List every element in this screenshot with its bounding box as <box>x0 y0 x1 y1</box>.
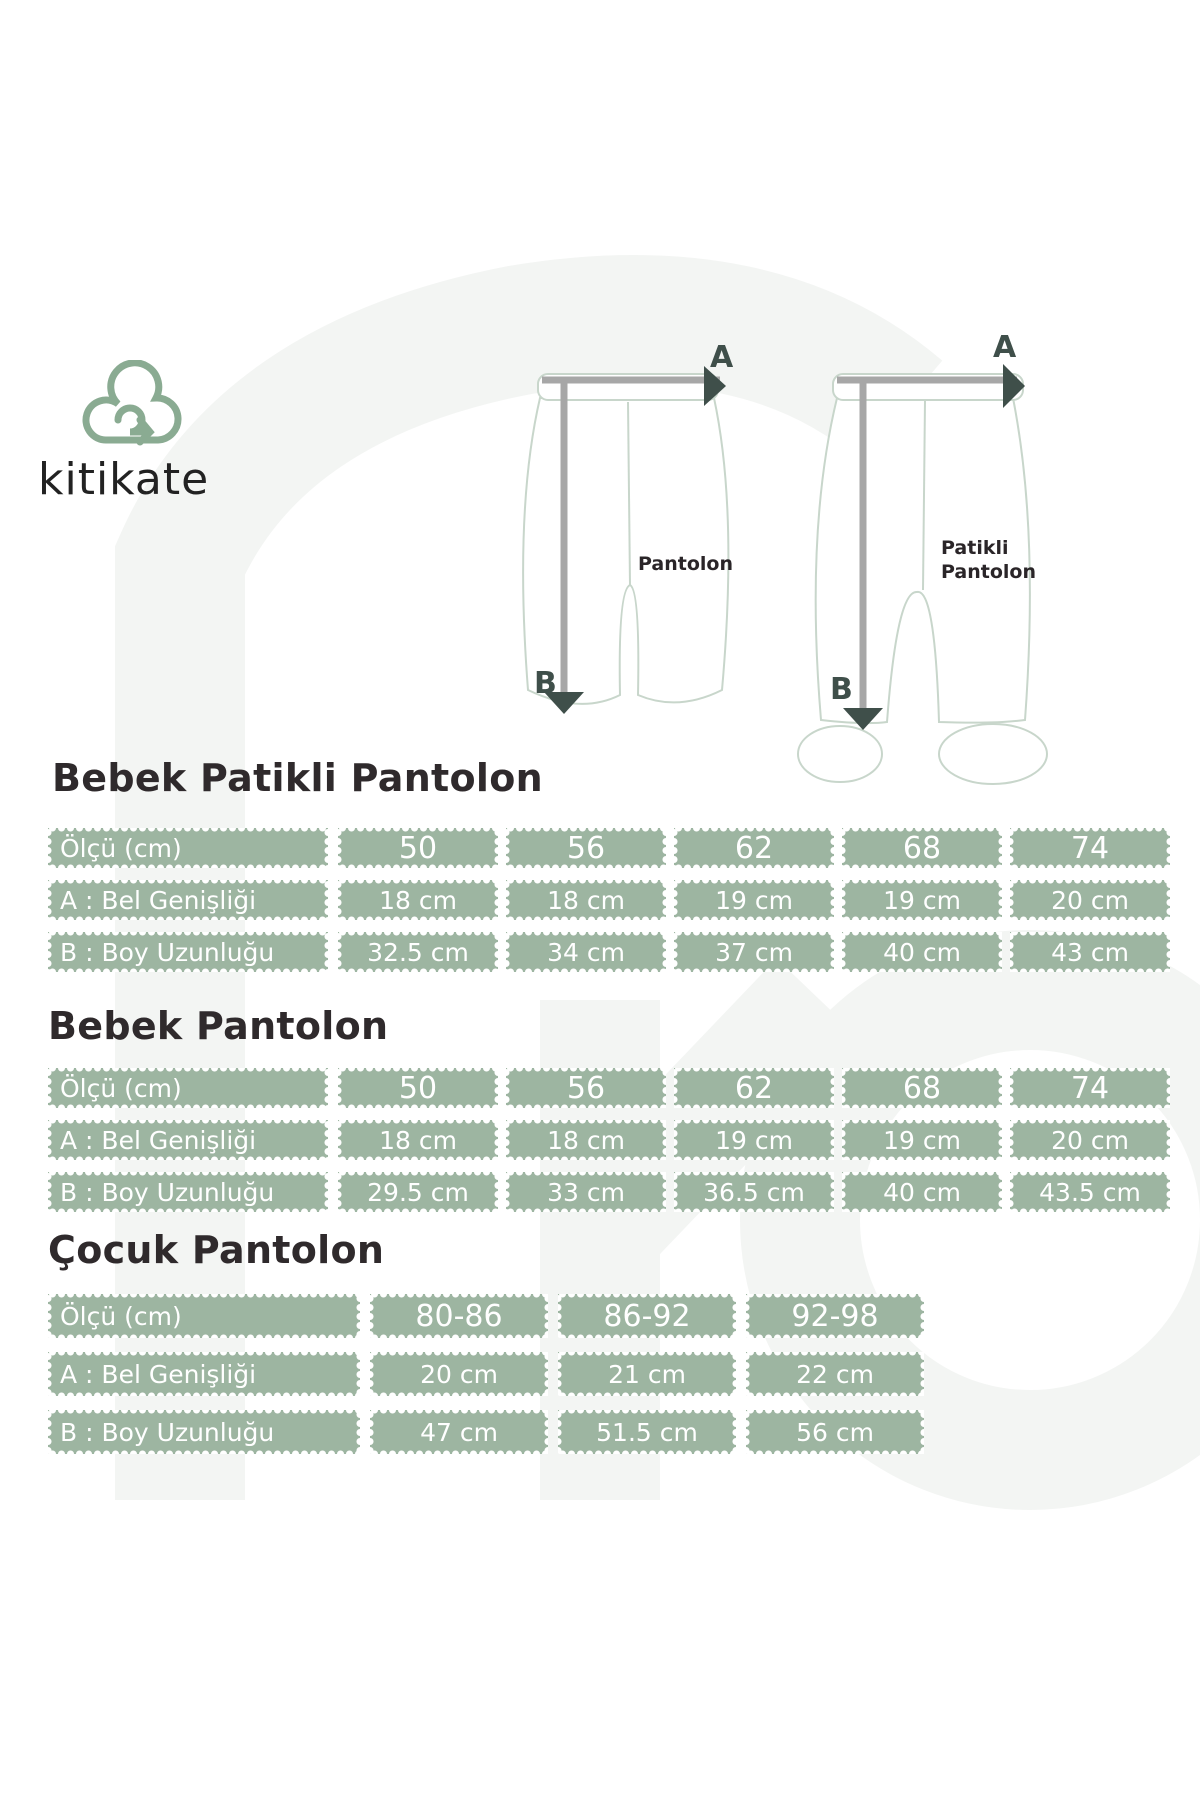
patikli-outline-drawing <box>797 364 1048 785</box>
value-cell: 33 cm <box>506 1172 666 1212</box>
value-cell: 40 cm <box>842 1172 1002 1212</box>
row-label: Ölçü (cm) <box>48 1294 360 1338</box>
size-cell: 74 <box>1010 1068 1170 1108</box>
diagram-label-line: Patikli <box>941 537 1009 559</box>
value-cell: 43 cm <box>1010 932 1170 972</box>
row-label: A : Bel Genişliği <box>48 880 328 920</box>
diagram-label-line: Pantolon <box>638 553 733 575</box>
section-title: Çocuk Pantolon <box>48 1228 385 1272</box>
row-label: B : Boy Uzunluğu <box>48 1172 328 1212</box>
row-label: B : Boy Uzunluğu <box>48 932 328 972</box>
value-cell: 19 cm <box>842 1120 1002 1160</box>
value-cell: 32.5 cm <box>338 932 498 972</box>
size-cell: 68 <box>842 1068 1002 1108</box>
size-cell: 50 <box>338 1068 498 1108</box>
marker-b: B <box>534 666 557 701</box>
value-cell: 20 cm <box>370 1352 548 1396</box>
brand-logo: kitikate <box>38 360 228 505</box>
row-label: Ölçü (cm) <box>48 1068 328 1108</box>
value-cell: 40 cm <box>842 932 1002 972</box>
size-cell: 62 <box>674 828 834 868</box>
size-cell: 92-98 <box>746 1294 924 1338</box>
value-cell: 36.5 cm <box>674 1172 834 1212</box>
row-label: Ölçü (cm) <box>48 828 328 868</box>
value-cell: 29.5 cm <box>338 1172 498 1212</box>
value-cell: 56 cm <box>746 1410 924 1454</box>
value-cell: 37 cm <box>674 932 834 972</box>
value-cell: 18 cm <box>338 1120 498 1160</box>
size-cell: 56 <box>506 1068 666 1108</box>
brand-name: kitikate <box>38 454 210 505</box>
size-cell: 86-92 <box>558 1294 736 1338</box>
row-label: A : Bel Genişliği <box>48 1352 360 1396</box>
size-cell: 50 <box>338 828 498 868</box>
value-cell: 21 cm <box>558 1352 736 1396</box>
row-label: B : Boy Uzunluğu <box>48 1410 360 1454</box>
value-cell: 18 cm <box>506 880 666 920</box>
pantolon-outline-drawing <box>522 366 730 714</box>
marker-b: B <box>830 672 853 707</box>
value-cell: 34 cm <box>506 932 666 972</box>
marker-a: A <box>710 340 734 375</box>
cloud-swirl-logo-icon <box>82 360 182 446</box>
section-title: Bebek Patikli Pantolon <box>52 756 544 800</box>
size-cell: 56 <box>506 828 666 868</box>
value-cell: 19 cm <box>842 880 1002 920</box>
value-cell: 20 cm <box>1010 1120 1170 1160</box>
diagram-label-line: Pantolon <box>941 561 1036 583</box>
value-cell: 19 cm <box>674 880 834 920</box>
row-label: A : Bel Genişliği <box>48 1120 328 1160</box>
value-cell: 20 cm <box>1010 880 1170 920</box>
value-cell: 47 cm <box>370 1410 548 1454</box>
marker-a: A <box>993 330 1017 365</box>
value-cell: 19 cm <box>674 1120 834 1160</box>
value-cell: 43.5 cm <box>1010 1172 1170 1212</box>
value-cell: 22 cm <box>746 1352 924 1396</box>
value-cell: 51.5 cm <box>558 1410 736 1454</box>
size-cell: 74 <box>1010 828 1170 868</box>
value-cell: 18 cm <box>338 880 498 920</box>
size-cell: 68 <box>842 828 1002 868</box>
section-title: Bebek Pantolon <box>48 1004 389 1048</box>
value-cell: 18 cm <box>506 1120 666 1160</box>
size-cell: 80-86 <box>370 1294 548 1338</box>
size-cell: 62 <box>674 1068 834 1108</box>
